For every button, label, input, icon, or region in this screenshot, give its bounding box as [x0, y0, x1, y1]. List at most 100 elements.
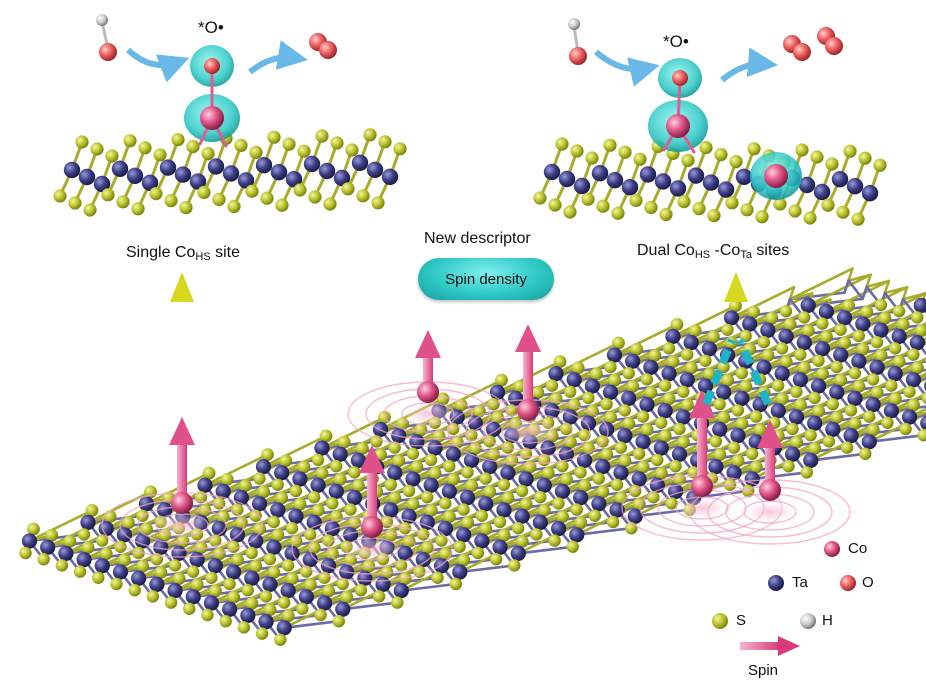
s-atom [589, 367, 603, 381]
bond [613, 323, 679, 357]
ta-atom [909, 335, 925, 351]
co-atom [517, 399, 539, 421]
s-atom [479, 522, 493, 536]
s-atom [289, 484, 303, 498]
s-atom [326, 547, 339, 561]
s-atom [654, 466, 668, 480]
s-atom [783, 318, 797, 331]
ta-atom [836, 310, 853, 326]
ta-atom [314, 440, 330, 456]
s-atom [183, 602, 196, 616]
s-atom [171, 133, 185, 147]
ta-atom [427, 440, 443, 456]
s-atom [255, 627, 269, 640]
s-atom [911, 361, 924, 375]
s-atom [149, 187, 163, 201]
s-atom [709, 435, 722, 448]
s-atom [392, 454, 406, 468]
s-atom [812, 354, 825, 368]
s-atom [670, 318, 684, 331]
s-atom [487, 398, 500, 411]
s-atom [497, 478, 511, 492]
s-atom [140, 522, 153, 536]
connector-right [702, 272, 772, 406]
ta-atom [627, 508, 643, 524]
ta-atom [683, 335, 699, 351]
s-atom [275, 198, 289, 212]
s-atom [285, 572, 299, 586]
legend-h-label: H [822, 612, 833, 629]
s-atom [684, 361, 698, 375]
s-atom [727, 441, 741, 454]
s-atom [138, 141, 152, 155]
ta-atom [285, 171, 303, 188]
s-atom [424, 453, 438, 467]
ta-atom [332, 446, 348, 462]
spin-arrow [515, 324, 541, 421]
s-atom [73, 565, 87, 578]
s-atom [903, 385, 916, 399]
legend-o-label: O [862, 574, 874, 591]
ta-atom [792, 372, 808, 388]
s-atom [123, 134, 137, 148]
bond [806, 273, 872, 307]
s-atom [263, 553, 277, 566]
ta-atom [573, 177, 591, 195]
legend-spin-label: Spin [748, 662, 779, 679]
s-atom [277, 596, 291, 609]
ta-atom [717, 181, 735, 198]
s-atom [402, 484, 416, 498]
s-atom [85, 504, 99, 517]
s-atom [45, 528, 59, 542]
s-atom [332, 615, 345, 628]
s-atom [318, 571, 331, 585]
bond [847, 279, 864, 301]
ta-atom [342, 527, 359, 543]
bond [28, 509, 94, 543]
o-atom [204, 58, 220, 74]
s-atom [475, 509, 488, 523]
ta-atom [920, 415, 926, 431]
s-atom [341, 182, 355, 196]
s-atom [241, 584, 254, 597]
s-atom [790, 435, 803, 449]
ta-atom [742, 316, 758, 332]
s-atom [495, 373, 508, 387]
s-atom [267, 515, 280, 529]
ta-atom [639, 397, 655, 413]
bond [843, 279, 850, 294]
bond [282, 619, 341, 630]
bond [865, 279, 891, 289]
s-atom [443, 510, 456, 524]
s-atom [329, 460, 343, 473]
s-atom [303, 528, 317, 541]
ta-atom [310, 477, 326, 493]
s-atom [201, 147, 215, 161]
ta-atom [669, 180, 687, 197]
ta-atom [716, 384, 732, 400]
s-atom [622, 367, 635, 380]
s-atom [315, 466, 329, 480]
s-atom [245, 184, 259, 198]
ta-atom [829, 384, 845, 400]
s-atom [37, 553, 50, 566]
s-atom [825, 157, 839, 171]
ta-atom [126, 167, 144, 184]
co-atom [759, 479, 781, 501]
ta-atom [405, 471, 421, 487]
s-atom [630, 342, 644, 356]
o-atom [99, 43, 117, 61]
s-atom [63, 535, 77, 548]
s-atom [765, 311, 779, 325]
ta-atom [383, 502, 399, 518]
ta-atom [514, 508, 530, 524]
ta-atom [566, 372, 582, 388]
ta-atom [112, 564, 129, 580]
ta-atom [510, 545, 526, 562]
s-atom [848, 367, 862, 380]
ta-atom [671, 446, 688, 462]
s-atom [804, 429, 817, 442]
s-atom [393, 142, 407, 156]
s-atom [834, 373, 848, 387]
reaction-arrow [720, 47, 778, 83]
